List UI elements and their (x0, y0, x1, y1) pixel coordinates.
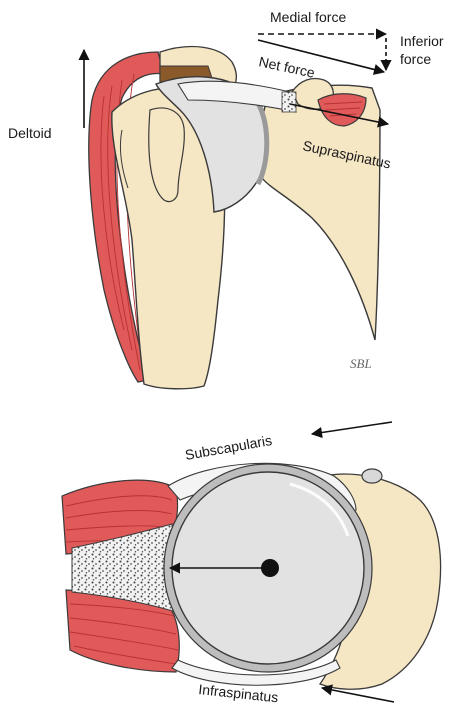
top-panel: Medial force Inferior force Net force De… (8, 9, 444, 389)
inferior-force-label-line1: Inferior (400, 33, 444, 49)
medial-force-label: Medial force (270, 9, 346, 25)
net-force-label: Net force (257, 53, 316, 81)
inferior-force-label-line2: force (400, 51, 431, 67)
subscapularis-force-arrow (312, 422, 392, 434)
subscapularis-label: Subscapularis (184, 432, 273, 463)
artist-signature: SBL (350, 356, 372, 371)
scapula (260, 85, 380, 340)
infraspinatus-force-arrow (322, 688, 394, 702)
bottom-panel: Subscapularis Infraspinatus (62, 422, 441, 705)
coracoid-oval (362, 469, 382, 483)
center-point (261, 559, 279, 577)
deltoid-label: Deltoid (8, 125, 52, 141)
